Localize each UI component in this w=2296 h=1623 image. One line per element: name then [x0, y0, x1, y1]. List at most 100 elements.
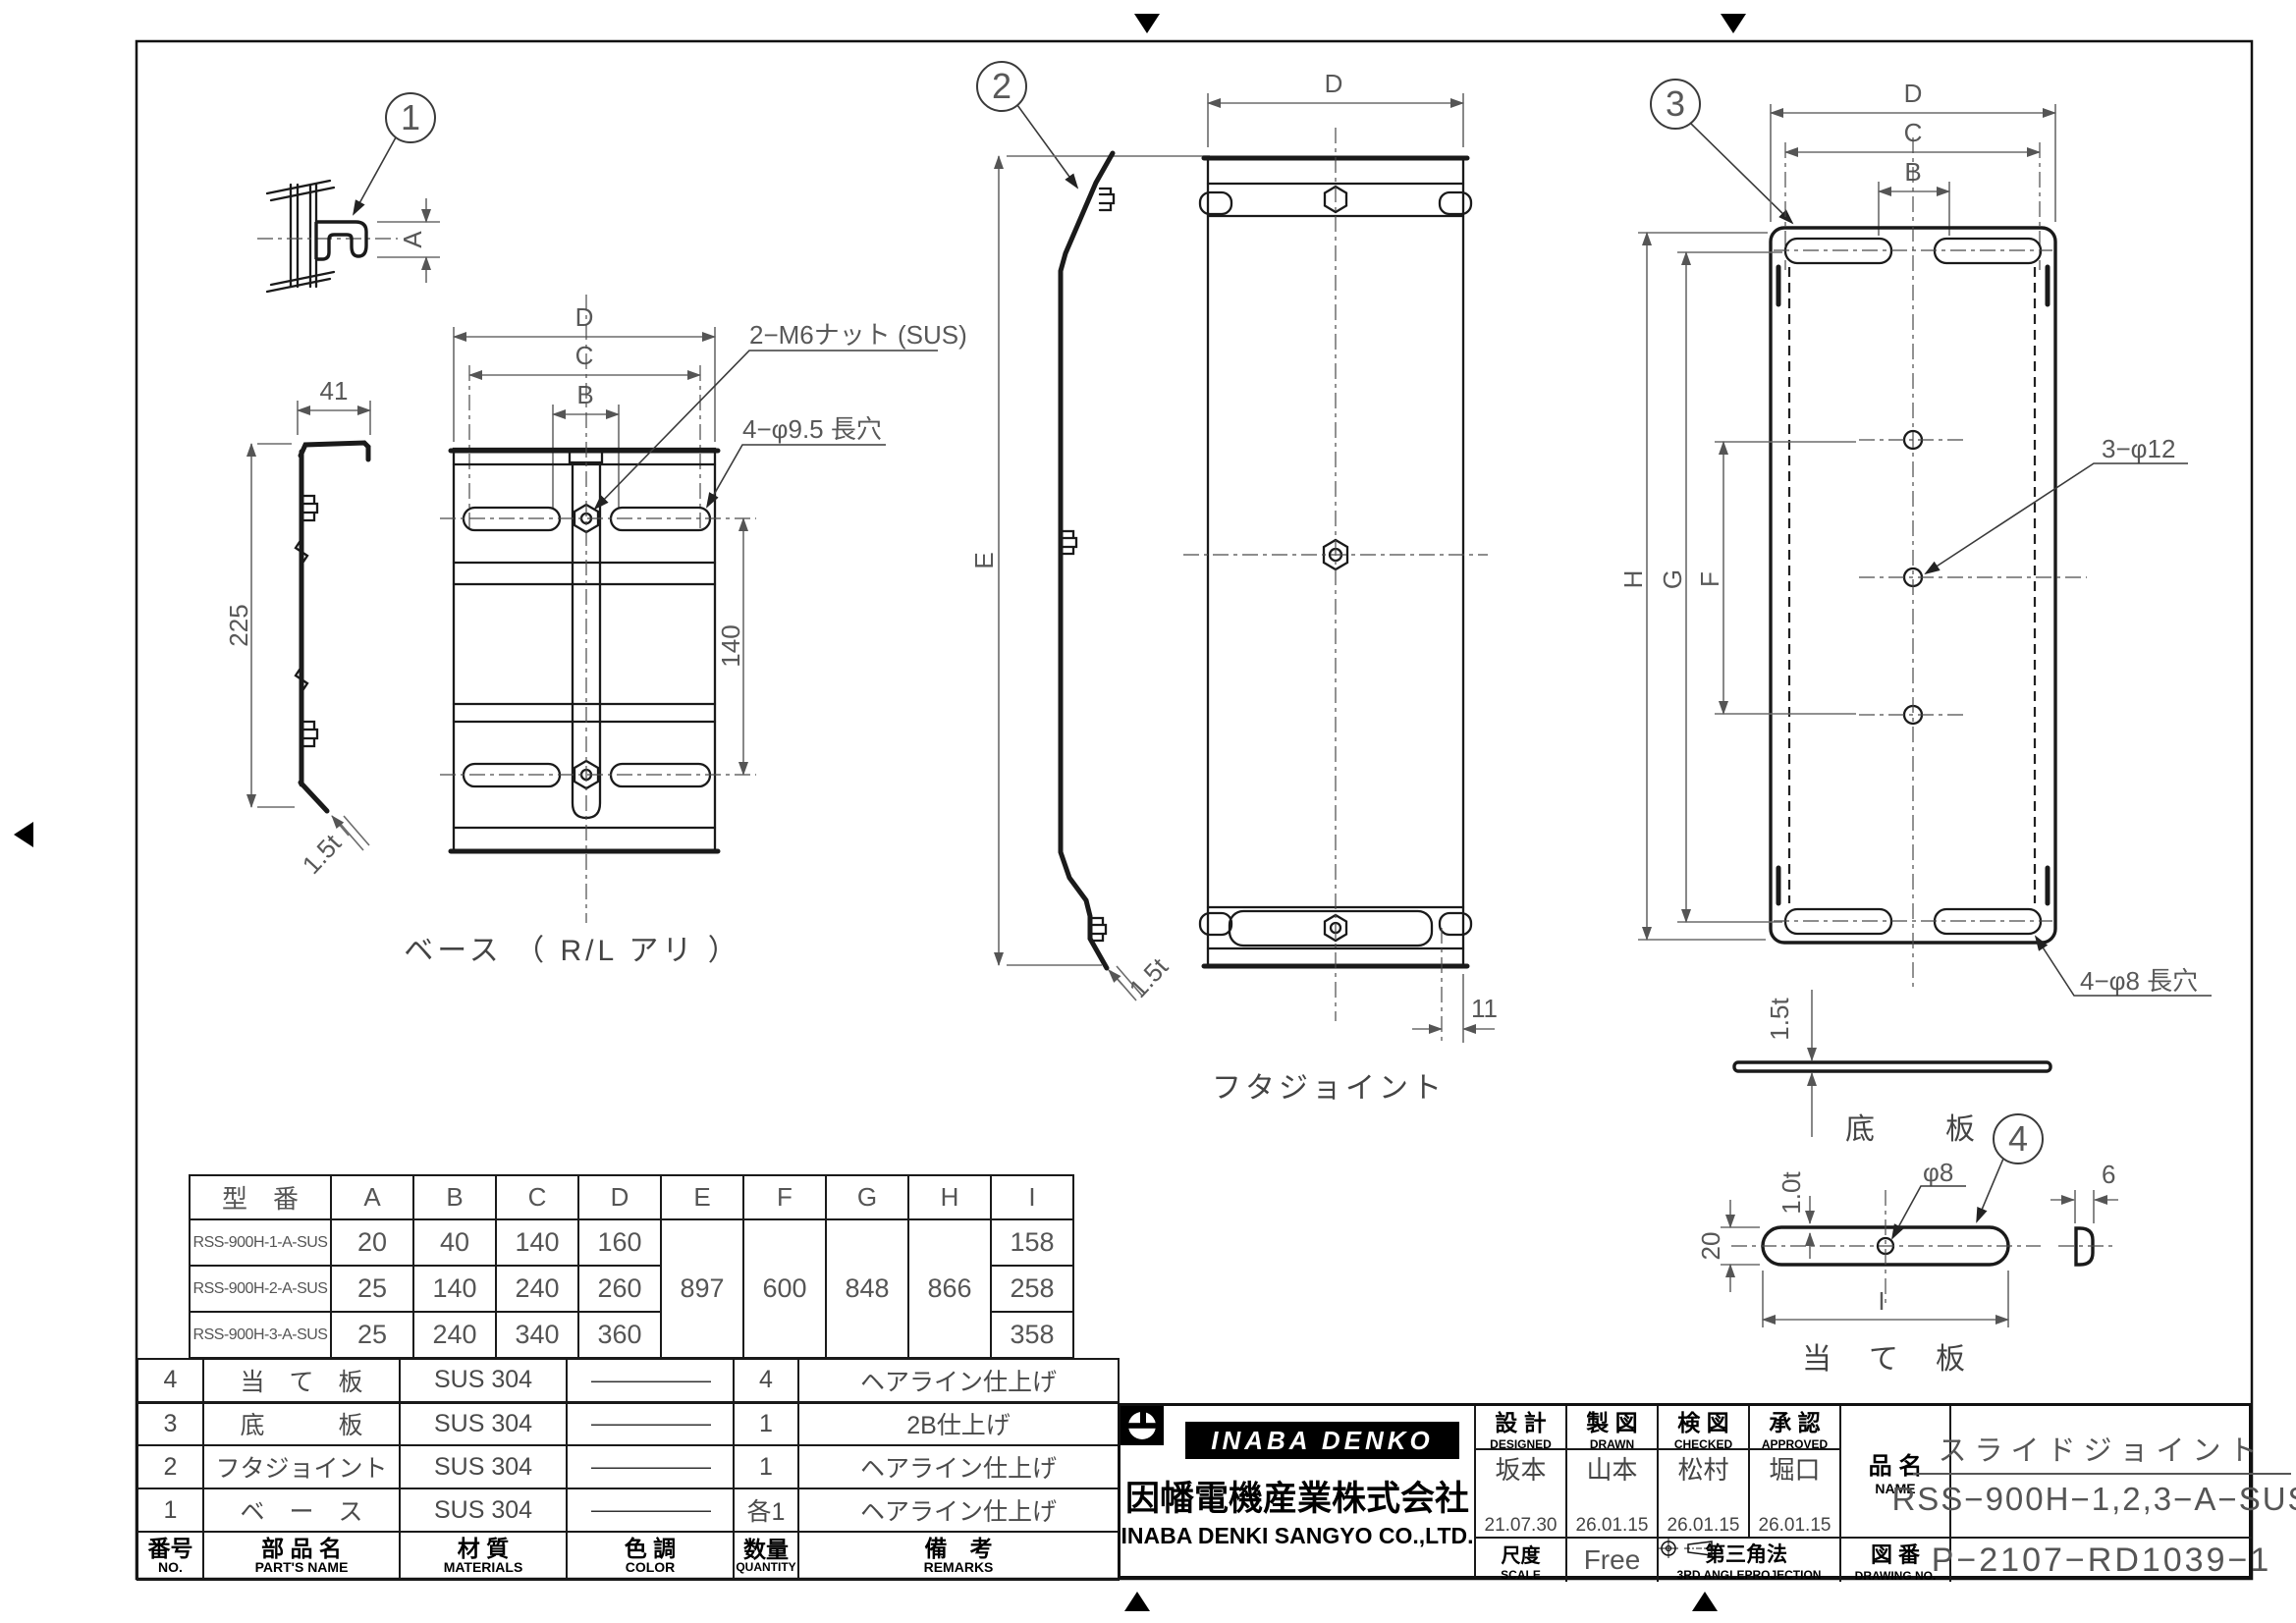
part-name: 底 板 — [202, 1401, 401, 1446]
dim-label-bottom-d: D — [1904, 79, 1923, 108]
view-cover-front: D 11 フタジョイント — [1183, 69, 1498, 1105]
dim-cell: 140 — [412, 1265, 497, 1313]
balloon-4-number: 4 — [2008, 1118, 2028, 1159]
dim-cell: 360 — [577, 1311, 662, 1359]
registration-mark-bottom-left — [1124, 1592, 1150, 1611]
drawing-no-value: P−2107−RD1039−1 — [1932, 1537, 2269, 1582]
part-no: 2 — [137, 1444, 204, 1489]
dim-cell-e-shared: 897 — [660, 1218, 744, 1359]
dim-model-1: RSS-900H-1-A-SUS — [189, 1218, 332, 1267]
dim-cell: 160 — [577, 1218, 662, 1267]
dim-cell: 140 — [495, 1218, 579, 1267]
dim-label-bottom-c: C — [1904, 118, 1923, 147]
dim-cell: 258 — [990, 1265, 1074, 1313]
dim-label-6: 6 — [2102, 1160, 2115, 1189]
parts-table: 4 当 て 板 SUS 304 ―――――― 4 ヘアライン仕上げ 3 底 板 … — [137, 1358, 1120, 1581]
checked-date: 26.01.15 — [1659, 1515, 1750, 1537]
designed-name: 坂本 — [1476, 1450, 1567, 1515]
part-qty: 4 — [733, 1358, 799, 1404]
part-material: SUS 304 — [399, 1444, 568, 1489]
balloon-2-number: 2 — [992, 66, 1011, 106]
dim-header-b: B — [412, 1174, 497, 1220]
dim-cell: 40 — [412, 1218, 497, 1267]
part-qty: 各1 — [733, 1488, 799, 1533]
dim-label-base-d: D — [575, 302, 594, 332]
part-color: ―――――― — [566, 1444, 735, 1489]
parts-row-2: 2 フタジョイント SUS 304 ―――――― 1 ヘアライン仕上げ — [137, 1444, 1120, 1489]
designed-date: 21.07.30 — [1476, 1515, 1567, 1537]
view-label-base: ベース （ R/L アリ ） — [404, 935, 740, 967]
dim-label-a: A — [398, 231, 427, 248]
part-name: ベ ー ス — [202, 1488, 401, 1533]
part-remarks: ヘアライン仕上げ — [797, 1358, 1120, 1404]
view-base-side: 41 225 1.5t — [224, 376, 371, 880]
dim-cell: 20 — [330, 1218, 414, 1267]
dim-label-cover-d: D — [1325, 69, 1343, 98]
part-name: 当 て 板 — [202, 1358, 401, 1404]
view-label-cover: フタジョイント — [1212, 1072, 1446, 1105]
dim-model-2: RSS-900H-2-A-SUS — [189, 1265, 332, 1313]
dim-header-f: F — [742, 1174, 827, 1220]
balloon-3-number: 3 — [1666, 83, 1685, 124]
dim-label-side-thickness: 1.5t — [297, 828, 348, 880]
dim-label-profile-thickness: 1.5t — [1123, 951, 1175, 1003]
view-label-pad: 当 て 板 — [1802, 1343, 1969, 1376]
balloon-4 — [1993, 1113, 2044, 1164]
dim-header-model: 型 番 — [189, 1174, 332, 1220]
projection-cell: 第三角法 3RD ANGLEPROJECTION — [1659, 1537, 1841, 1582]
dim-cell: 158 — [990, 1218, 1074, 1267]
view-pad-plate: 4 φ8 1.0t 20 I 6 当 て 板 — [1696, 1113, 2118, 1376]
dim-header-c: C — [495, 1174, 579, 1220]
balloon-1 — [385, 92, 436, 143]
view-cover-profile: 2 E 1.5t — [969, 61, 1210, 1003]
balloon-3 — [1650, 79, 1701, 130]
company-name-jp: 因幡電機産業株式会社 — [1124, 1480, 1469, 1518]
part-no: 4 — [137, 1358, 204, 1404]
callout-slots-phi8: 4−φ8 長穴 — [2080, 966, 2198, 996]
dim-label-f: F — [1695, 571, 1724, 587]
company-block: INABA DENKO 因幡電機産業株式会社 INABA DENKI SANGY… — [1121, 1406, 1476, 1576]
part-material: SUS 304 — [399, 1358, 568, 1404]
dim-header-e: E — [660, 1174, 744, 1220]
part-color: ―――――― — [566, 1358, 735, 1404]
dim-cell: 260 — [577, 1265, 662, 1313]
dim-header-a: A — [330, 1174, 414, 1220]
registration-mark-left — [14, 822, 33, 847]
dim-cell-h-shared: 866 — [907, 1218, 992, 1359]
product-model: RSS−900H−1,2,3−A−SUS — [1891, 1480, 2296, 1517]
registration-mark-top-right — [1721, 14, 1746, 33]
dim-header-g: G — [825, 1174, 909, 1220]
part-color: ―――――― — [566, 1401, 735, 1446]
balloon-2 — [976, 61, 1027, 112]
scale-value: Free — [1567, 1537, 1659, 1582]
view-label-bottom: 底 板 — [1845, 1113, 1979, 1146]
inaba-denko-banner: INABA DENKO — [1185, 1422, 1459, 1459]
dim-row-2: RSS-900H-2-A-SUS 25 140 240 260 258 — [189, 1265, 1074, 1313]
dim-cell: 240 — [412, 1311, 497, 1359]
dim-header-h: H — [907, 1174, 992, 1220]
dim-label-225: 225 — [224, 604, 253, 646]
part-qty: 1 — [733, 1444, 799, 1489]
projection-label-en: 3RD ANGLEPROJECTION — [1676, 1568, 1822, 1582]
approved-date: 26.01.15 — [1750, 1515, 1841, 1537]
company-name-en: INABA DENKI SANGYO CO.,LTD. — [1121, 1523, 1474, 1548]
dim-label-base-c: C — [575, 341, 594, 370]
checked-name: 松村 — [1659, 1450, 1750, 1515]
dim-label-e: E — [969, 552, 999, 568]
dim-header-i: I — [990, 1174, 1074, 1220]
dim-row-1: RSS-900H-1-A-SUS 20 40 140 160 897 600 8… — [189, 1218, 1074, 1359]
company-logo: INABA DENKO — [1121, 1406, 1459, 1461]
callout-pad-hole: φ8 — [1923, 1158, 1953, 1187]
part-name: フタジョイント — [202, 1444, 401, 1489]
part-remarks: ヘアライン仕上げ — [797, 1444, 1120, 1489]
dim-label-140: 140 — [716, 624, 745, 667]
